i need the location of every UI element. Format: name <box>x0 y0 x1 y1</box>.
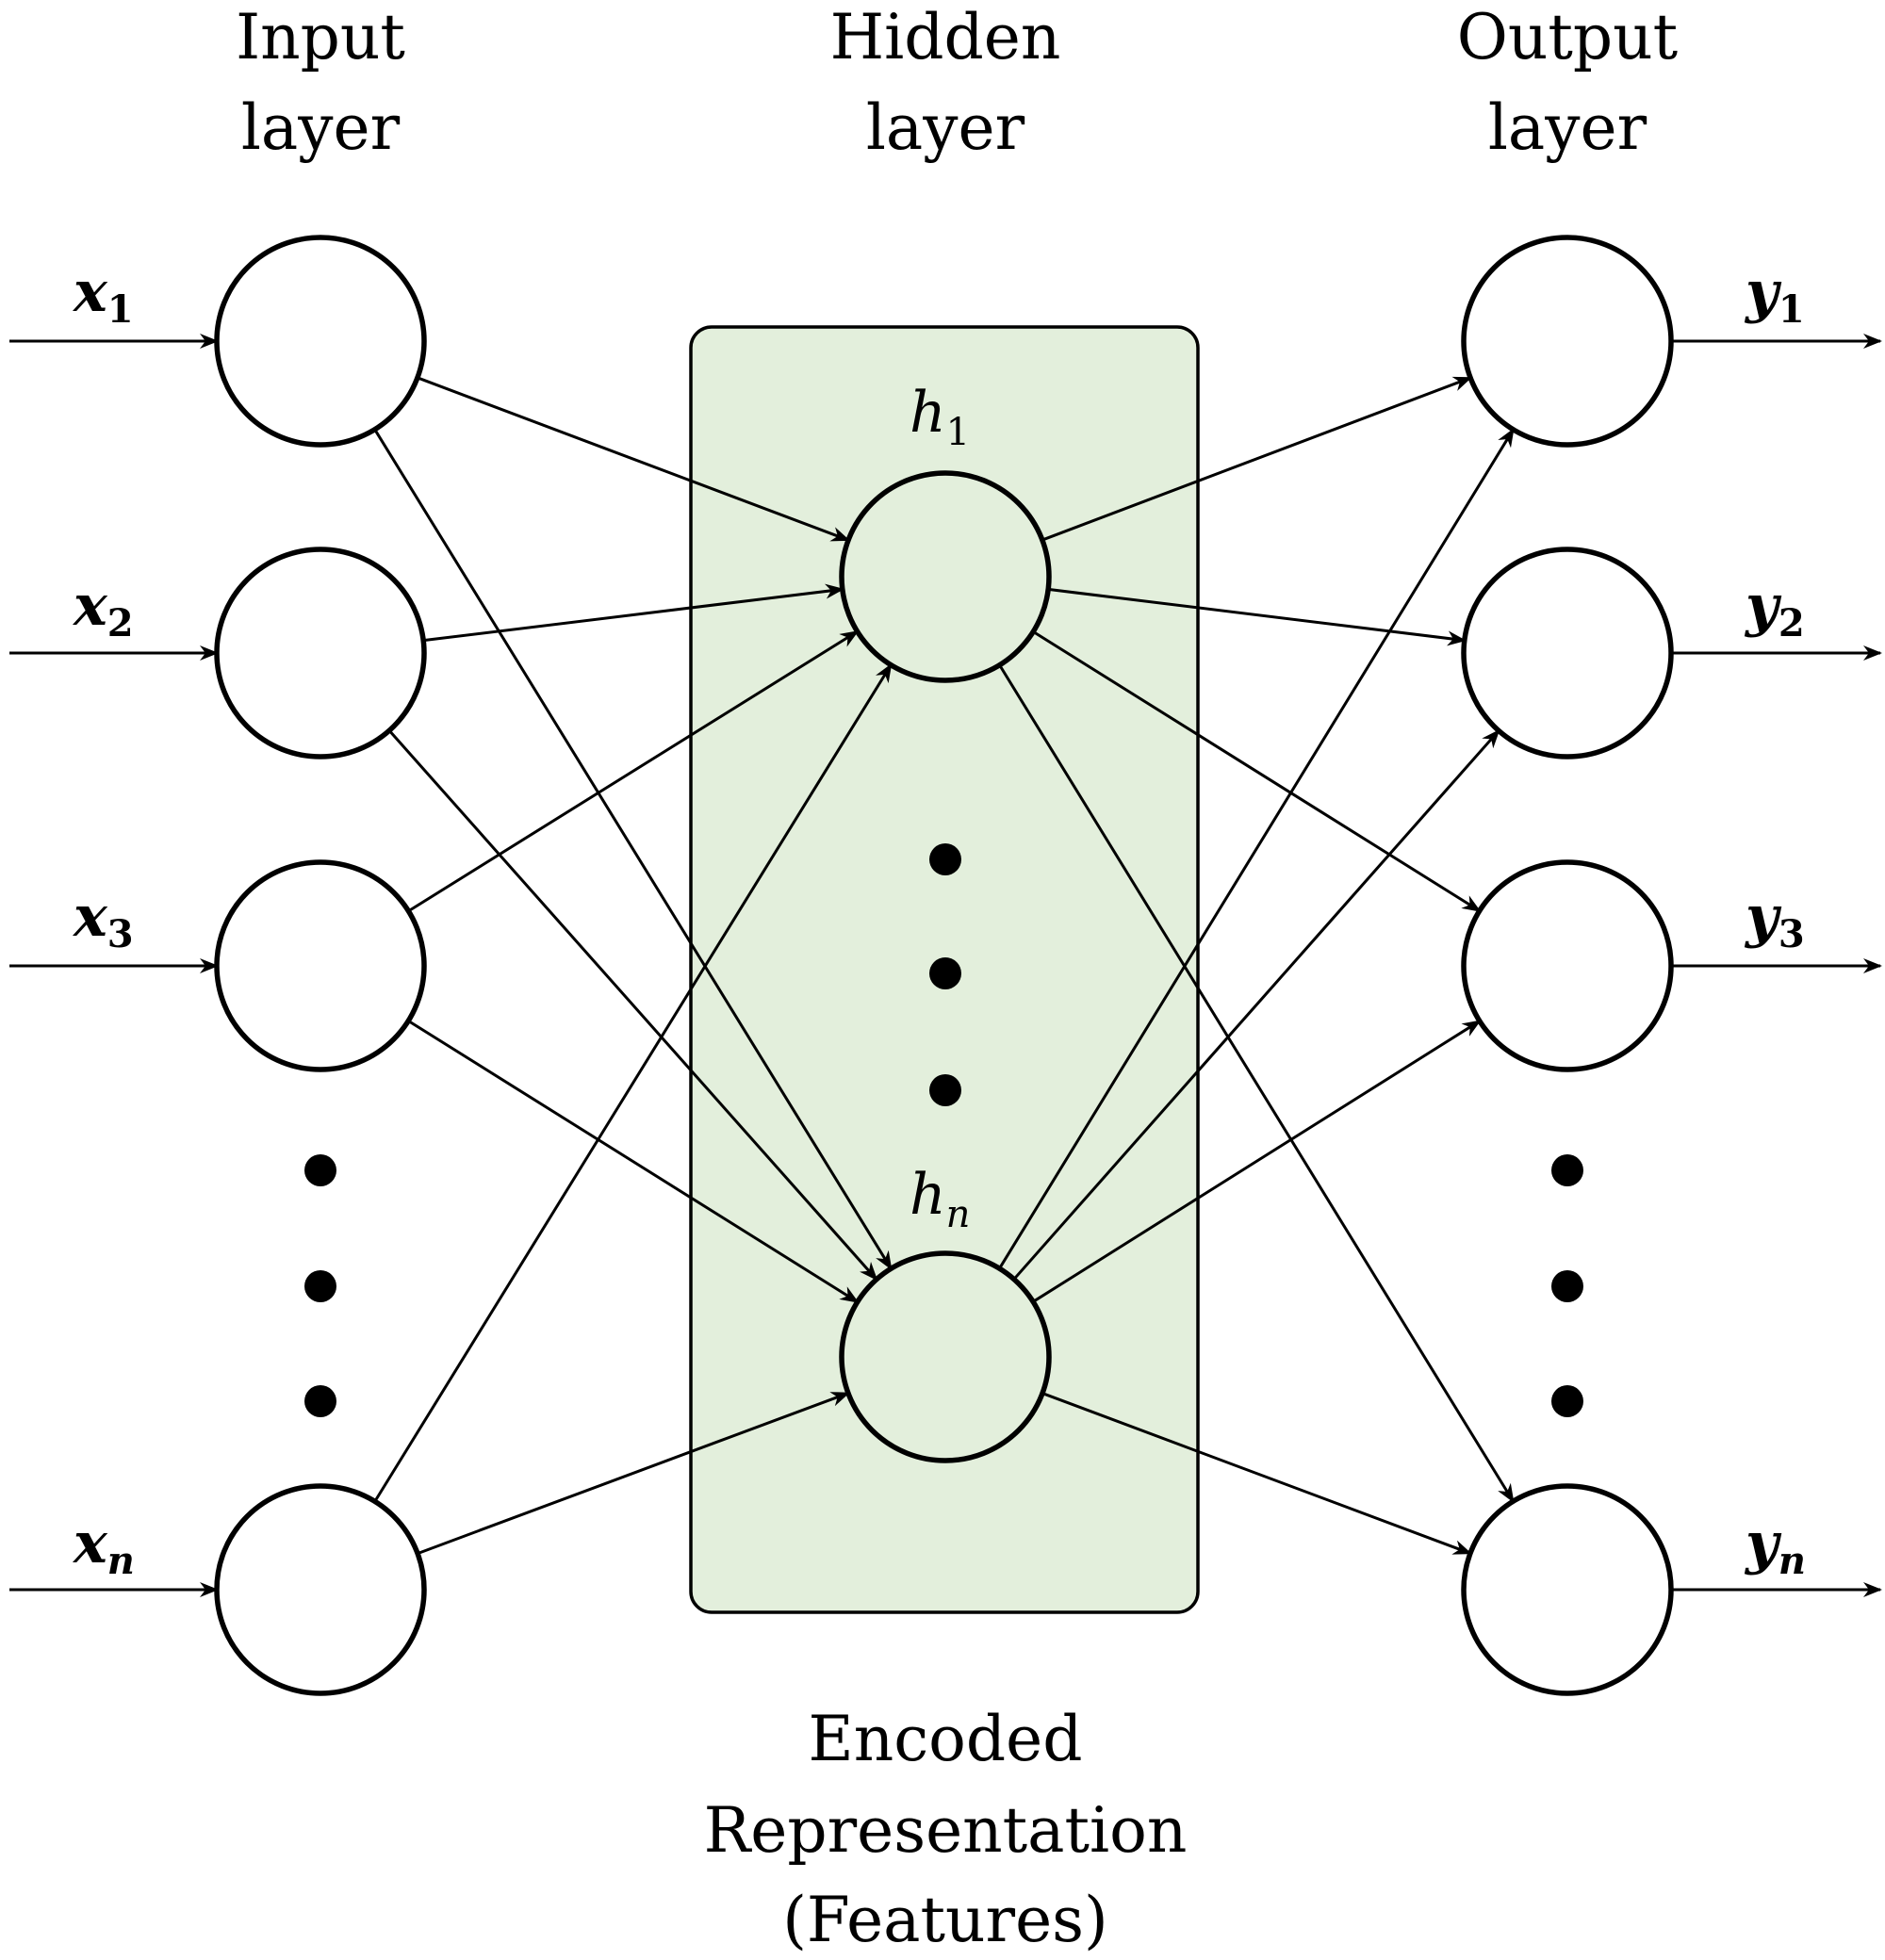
hidden-ellipsis-dot-2 <box>929 957 961 989</box>
input-node-4 <box>214 1483 427 1696</box>
output-ellipsis-dot-3 <box>1551 1385 1583 1417</box>
output-node-3 <box>1461 859 1674 1072</box>
edge-hidden2-to-output2 <box>1012 728 1500 1281</box>
hidden-ellipsis-dot-1 <box>929 843 961 875</box>
edge-input2-to-hidden1 <box>423 583 844 643</box>
edge-hidden1-to-output1 <box>1041 376 1473 542</box>
input-layer-heading-line1: Input <box>236 1 405 74</box>
output-label-y2: y2 <box>1744 573 1805 645</box>
input-layer-heading-line2: layer <box>241 91 401 164</box>
input-output-arrows <box>9 334 1882 1597</box>
input-node-1 <box>214 235 427 448</box>
caption-line2: Representation <box>704 1794 1188 1867</box>
caption-line3: (Features) <box>782 1884 1108 1956</box>
hidden-label-hn: hn <box>910 1162 970 1236</box>
input-ellipsis-dot-1 <box>304 1154 336 1186</box>
edge-input3-to-hidden1 <box>407 629 860 913</box>
input-label-x2: x2 <box>72 573 134 645</box>
ellipsis-dots <box>304 843 1583 1417</box>
edge-hidden2-to-output4 <box>1041 1392 1472 1555</box>
input-label-xn: xn <box>72 1511 135 1583</box>
output-layer-heading-line1: Output <box>1457 1 1678 74</box>
output-node-1 <box>1461 235 1674 448</box>
input-ellipsis-dot-2 <box>304 1270 336 1302</box>
hidden-node-2 <box>839 1250 1052 1463</box>
input-node-2 <box>214 547 427 760</box>
edge-input4-to-hidden1 <box>373 662 893 1503</box>
output-ellipsis-dot-1 <box>1551 1154 1583 1186</box>
hidden-layer-heading-line2: layer <box>866 91 1025 164</box>
edge-input3-to-hidden2 <box>407 1020 860 1303</box>
output-node-4 <box>1461 1483 1674 1696</box>
edge-hidden1-to-output2 <box>1047 587 1467 646</box>
edge-hidden2-to-output3 <box>1032 1020 1482 1303</box>
output-label-yn: yn <box>1744 1511 1806 1583</box>
edge-input1-to-hidden2 <box>373 428 893 1271</box>
edge-input4-to-hidden2 <box>417 1391 850 1556</box>
edge-hidden2-to-output1 <box>998 428 1515 1269</box>
connection-edges <box>373 376 1515 1556</box>
output-label-y3: y3 <box>1744 884 1805 956</box>
edge-input2-to-hidden2 <box>387 729 878 1282</box>
input-label-x1: x1 <box>72 259 134 332</box>
output-layer-heading-line2: layer <box>1488 91 1647 164</box>
output-node-2 <box>1461 547 1674 760</box>
caption-line1: Encoded <box>809 1703 1083 1775</box>
edge-hidden1-to-output3 <box>1032 630 1482 912</box>
neuron-nodes <box>214 235 1674 1696</box>
hidden-ellipsis-dot-3 <box>929 1074 961 1106</box>
hidden-layer-heading-line1: Hidden <box>830 1 1061 74</box>
hidden-node-1 <box>839 470 1052 683</box>
edge-hidden1-to-output4 <box>998 663 1515 1503</box>
output-label-y1: y1 <box>1744 259 1805 332</box>
output-ellipsis-dot-2 <box>1551 1270 1583 1302</box>
input-label-x3: x3 <box>72 884 134 956</box>
input-node-3 <box>214 859 427 1072</box>
edge-input1-to-hidden1 <box>417 376 850 542</box>
hidden-label-h1: h1 <box>910 380 970 454</box>
input-ellipsis-dot-3 <box>304 1385 336 1417</box>
